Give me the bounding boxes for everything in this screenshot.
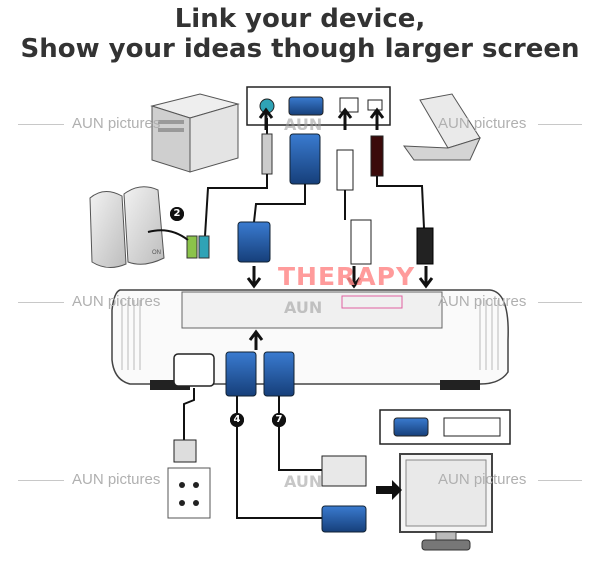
vga-plug-out-7 <box>263 351 295 397</box>
top-cables <box>204 118 434 265</box>
vga-plug-out-4 <box>225 351 257 397</box>
watermark-left-1: AUN pictures <box>72 115 161 132</box>
monitor-icon <box>399 453 493 551</box>
power-inlet <box>173 353 215 387</box>
title-line-2: Show your ideas though larger screen <box>20 34 580 64</box>
laptop-icon <box>402 93 481 161</box>
watermark-right-3: AUN pictures <box>438 471 527 488</box>
callout-number-2: 2 <box>170 207 184 221</box>
desktop-computer-icon <box>150 93 240 173</box>
wall-outlet <box>167 467 211 519</box>
svg-text:ON: ON <box>152 250 161 256</box>
watermark-left-3: AUN pictures <box>72 471 161 488</box>
aun-logo-watermark: AUN <box>284 115 323 134</box>
audio-plug-green <box>186 235 198 259</box>
arrow-to-monitor <box>376 480 402 500</box>
watermark-right-1: AUN pictures <box>438 115 527 132</box>
aun-logo-watermark: AUN <box>284 298 323 317</box>
vga-plug-monitor <box>321 505 367 533</box>
audio-plug-teal <box>198 235 210 259</box>
vga-plug-in <box>237 221 271 263</box>
watermark-right-2: AUN pictures <box>438 293 527 310</box>
callout-number-4: 4 <box>230 413 244 427</box>
dvi-plug <box>321 455 367 487</box>
watermark-left-2: AUN pictures <box>72 293 161 310</box>
callout-number-7: 7 <box>272 413 286 427</box>
therapy-overlay-watermark: THERAPY <box>278 262 416 291</box>
speakers-icon: ON <box>89 186 165 268</box>
title-line-1: Link your device, <box>174 4 426 34</box>
aun-logo-watermark: AUN <box>284 472 323 491</box>
